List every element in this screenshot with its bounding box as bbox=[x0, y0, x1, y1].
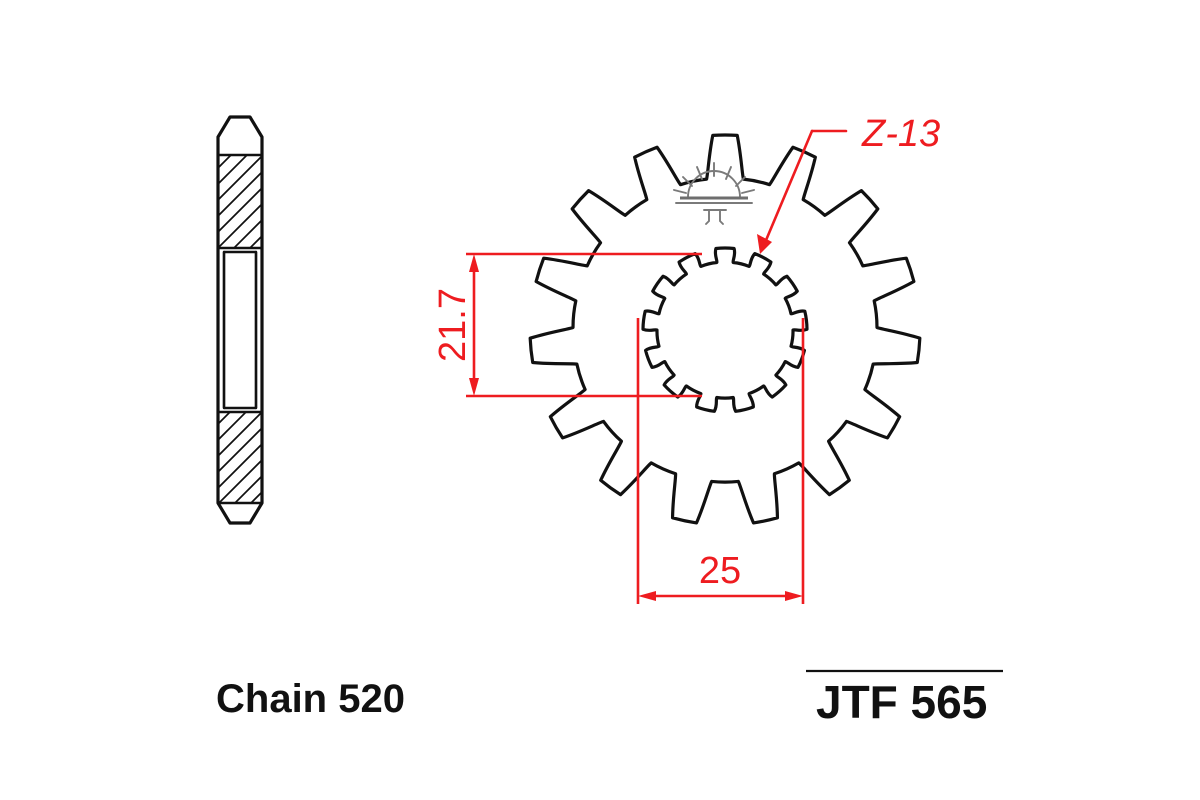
dimension-25: 25 bbox=[636, 318, 805, 604]
callout-label-z13: Z-13 bbox=[861, 113, 940, 155]
side-section-view bbox=[216, 115, 264, 525]
hatch-top bbox=[218, 155, 262, 248]
dimension-label-21-7: 21.7 bbox=[432, 288, 474, 362]
callout-z13: Z-13 bbox=[757, 113, 940, 254]
dimension-21-7: 21.7 bbox=[432, 252, 702, 398]
sprocket-spline-bore bbox=[641, 246, 809, 413]
hatch-bottom bbox=[218, 412, 262, 503]
sprocket-outer-teeth bbox=[528, 133, 922, 525]
dimension-label-25: 25 bbox=[699, 550, 741, 592]
caption-chain: Chain 520 bbox=[216, 677, 405, 721]
caption-part-number: JTF 565 bbox=[816, 676, 987, 728]
front-face-view bbox=[528, 133, 922, 525]
rising-sun-surface-symbol bbox=[673, 162, 755, 225]
